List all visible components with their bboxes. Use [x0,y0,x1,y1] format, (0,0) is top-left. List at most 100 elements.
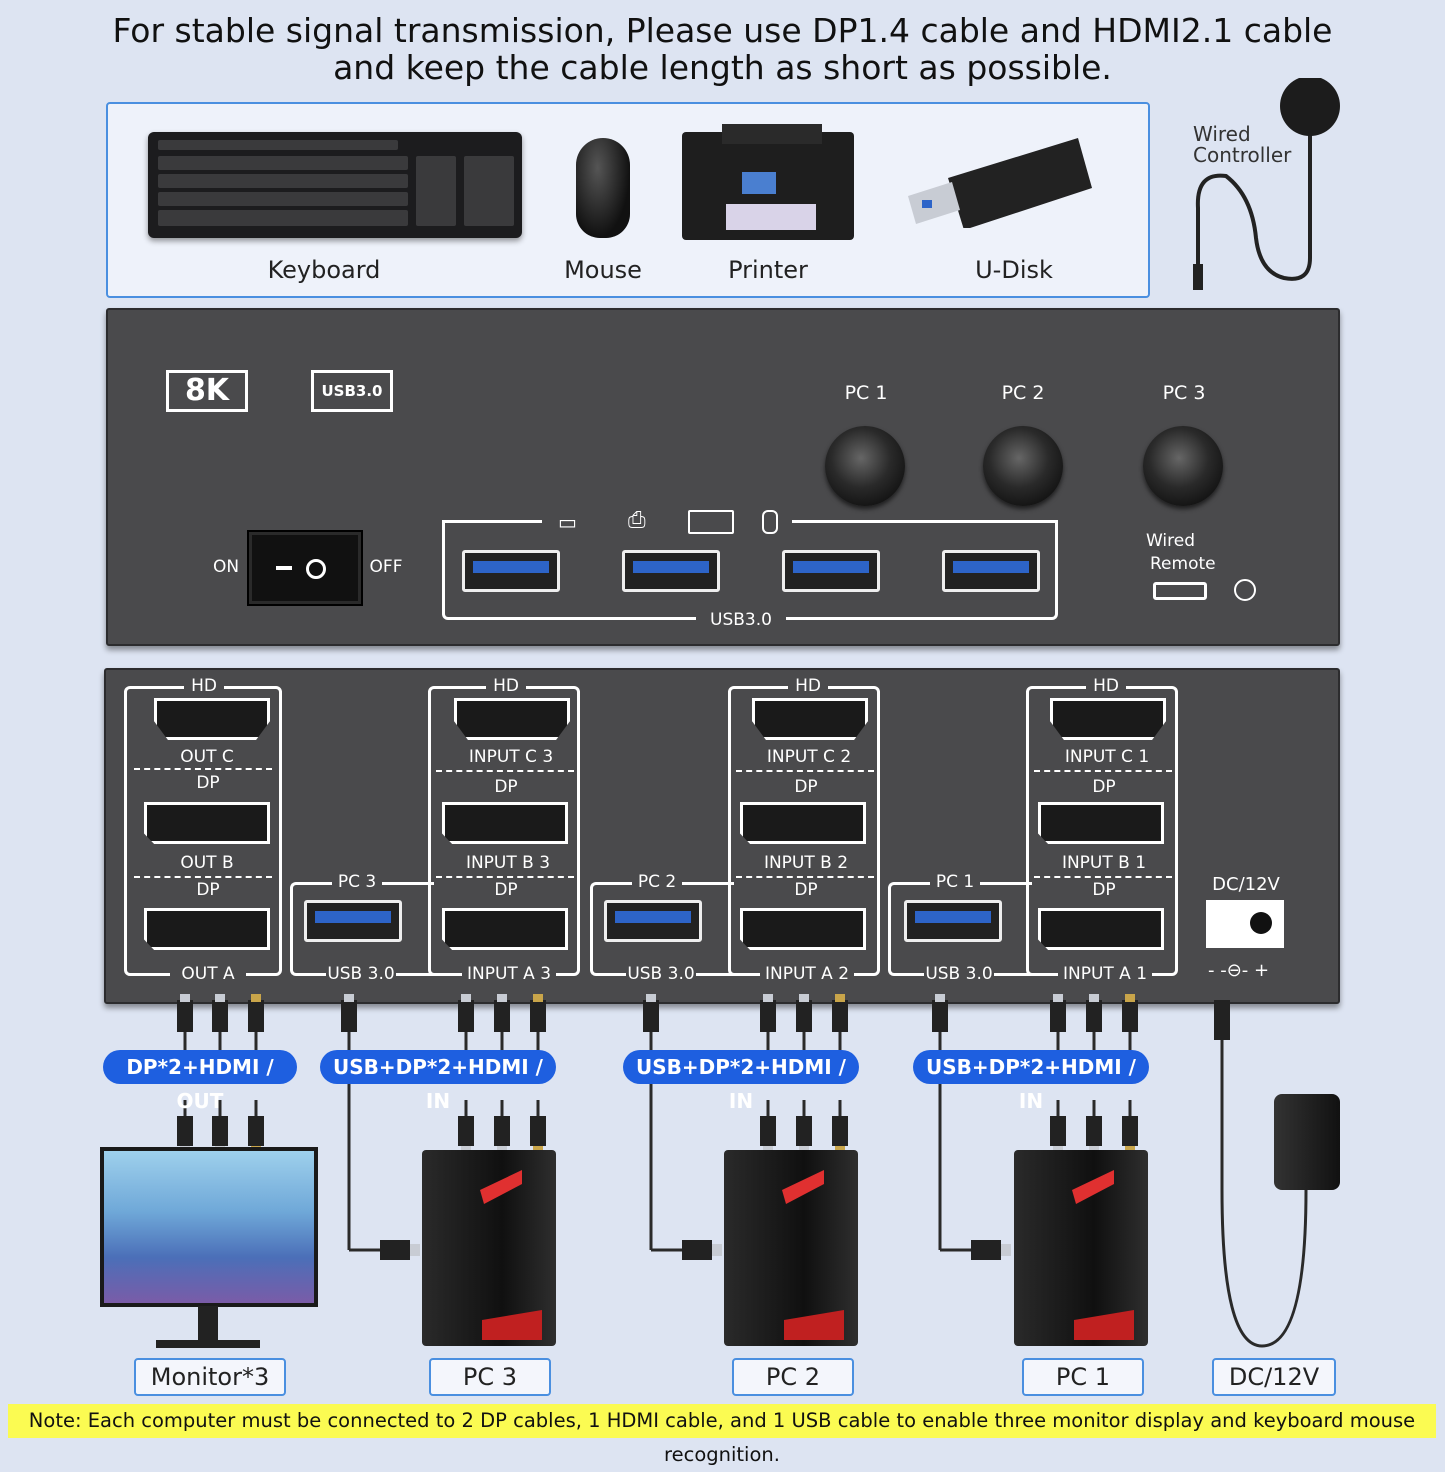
front-usb-port-mouse[interactable] [942,550,1040,592]
out-hd-label: HD [184,676,224,696]
note-banner: Note: Each computer must be connected to… [8,1404,1436,1466]
pc2-usb-group-label: PC 2 [632,872,682,892]
pc1-input-a-dp-port[interactable] [1038,908,1164,950]
out-a-dp-label: DP [196,880,220,900]
pc3-input-a-dp-port[interactable] [442,908,568,950]
pc2-b-dp-label: DP [794,777,818,797]
pc1-button-label: PC 1 [844,382,888,404]
udisk-image [908,138,1092,230]
mouse-image [576,138,630,238]
pc2-input-c-label: INPUT C 2 [766,747,852,767]
printer-icon: ⎙ [628,508,646,533]
dc-polarity-icon: - -⊖- + [1208,960,1270,981]
pc2-input-b-label: INPUT B 2 [763,853,849,873]
pc1-a-dp-label: DP [1092,880,1116,900]
out-b-dp-port[interactable] [144,802,270,844]
badge-8k: 8K [166,370,248,412]
printer-label: Printer [728,256,808,284]
power-switch[interactable] [247,530,363,606]
pc3-button-label: PC 3 [1162,382,1206,404]
front-usb-port-printer[interactable] [622,550,720,592]
pc2-input-c-hdmi-port[interactable] [752,698,868,740]
out-cable-pill: DP*2+HDMI / OUT [103,1050,297,1113]
pc1-input-c-label: INPUT C 1 [1064,747,1150,767]
pc3-input-c-hdmi-port[interactable] [454,698,570,740]
udisk-icon: ▭ [558,510,577,534]
pc2-hd-label: HD [788,676,828,696]
header-line-2: and keep the cable length as short as po… [333,48,1112,87]
mouse-label: Mouse [564,256,642,284]
dc-power-port[interactable] [1206,900,1284,948]
pc1-input-b-dp-port[interactable] [1038,802,1164,844]
udisk-label: U-Disk [975,256,1053,284]
wired-remote-label-2: Remote [1150,554,1216,574]
pc1-input-a-label: INPUT A 1 [1058,964,1152,984]
out-b-dp-label: DP [196,773,220,793]
pc1-in-cable-pill: USB+DP*2+HDMI / IN [913,1050,1149,1113]
pc2-input-a-dp-port[interactable] [740,908,866,950]
keyboard-keys-icon [158,140,514,226]
pc3-input-b-dp-port[interactable] [442,802,568,844]
dc-label: DC/12V [1212,1358,1336,1396]
pc3-a-dp-label: DP [494,880,518,900]
out-a-label: OUT A [170,964,246,984]
pc3-usb-port[interactable] [304,900,402,942]
pc1-usb-port[interactable] [904,900,1002,942]
out-a-dp-port[interactable] [144,908,270,950]
pc3-input-b-label: INPUT B 3 [465,853,551,873]
pc2-input-b-dp-port[interactable] [740,802,866,844]
pc3-in-cable-pill: USB+DP*2+HDMI / IN [320,1050,556,1113]
pc1-usb-group-label: PC 1 [930,872,980,892]
monitor-label: Monitor*3 [134,1358,286,1396]
pc2-label: PC 2 [732,1358,854,1396]
mouse-icon [762,510,778,534]
remote-connector-icon [1234,579,1256,601]
wired-controller-image [1193,78,1340,290]
pc2-switch-button[interactable] [983,426,1063,506]
pc2-button-label: PC 2 [1001,382,1045,404]
pc3-input-c-label: INPUT C 3 [468,747,554,767]
out-c-label: OUT C [180,747,234,767]
pc3-b-dp-label: DP [494,777,518,797]
pc3-input-a-label: INPUT A 3 [462,964,556,984]
monitor-image [100,1147,318,1307]
pc3-label: PC 3 [429,1358,551,1396]
front-usb-port-udisk[interactable] [462,550,560,592]
pc1-input-b-label: INPUT B 1 [1061,853,1147,873]
pc3-switch-button[interactable] [1143,426,1223,506]
pc3-tower-image [422,1150,556,1346]
pc2-in-cable-pill: USB+DP*2+HDMI / IN [623,1050,859,1113]
printer-image [682,124,854,240]
header-line-1: For stable signal transmission, Please u… [112,11,1333,50]
dc-port-label: DC/12V [1212,874,1280,895]
keyboard-icon [688,510,734,534]
pc1-b-dp-label: DP [1092,777,1116,797]
power-adapter-image [1274,1094,1340,1190]
out-c-hdmi-port[interactable] [154,698,270,740]
front-usb-label: USB3.0 [696,610,786,630]
pc1-input-c-hdmi-port[interactable] [1050,698,1166,740]
pc2-usb-label: USB 3.0 [626,964,696,984]
front-usb-port-keyboard[interactable] [782,550,880,592]
pc3-usb-group-label: PC 3 [332,872,382,892]
pc3-usb-label: USB 3.0 [326,964,396,984]
pc3-hd-label: HD [486,676,526,696]
wired-remote-port[interactable] [1153,582,1207,600]
out-b-label: OUT B [180,853,234,873]
pc2-a-dp-label: DP [794,880,818,900]
pc1-label: PC 1 [1022,1358,1144,1396]
keyboard-image [148,132,522,238]
pc1-hd-label: HD [1086,676,1126,696]
pc1-tower-image [1014,1150,1148,1346]
badge-usb3: USB3.0 [311,370,393,412]
pc2-usb-port[interactable] [604,900,702,942]
pc1-switch-button[interactable] [825,426,905,506]
power-on-label: ON [212,557,240,577]
pc2-tower-image [724,1150,858,1346]
pc1-usb-label: USB 3.0 [924,964,994,984]
wired-remote-label-1: Wired [1146,531,1196,551]
wired-controller-label: Wired Controller [1193,122,1292,167]
power-off-label: OFF [369,557,403,577]
keyboard-label: Keyboard [267,256,381,284]
pc2-input-a-label: INPUT A 2 [760,964,854,984]
